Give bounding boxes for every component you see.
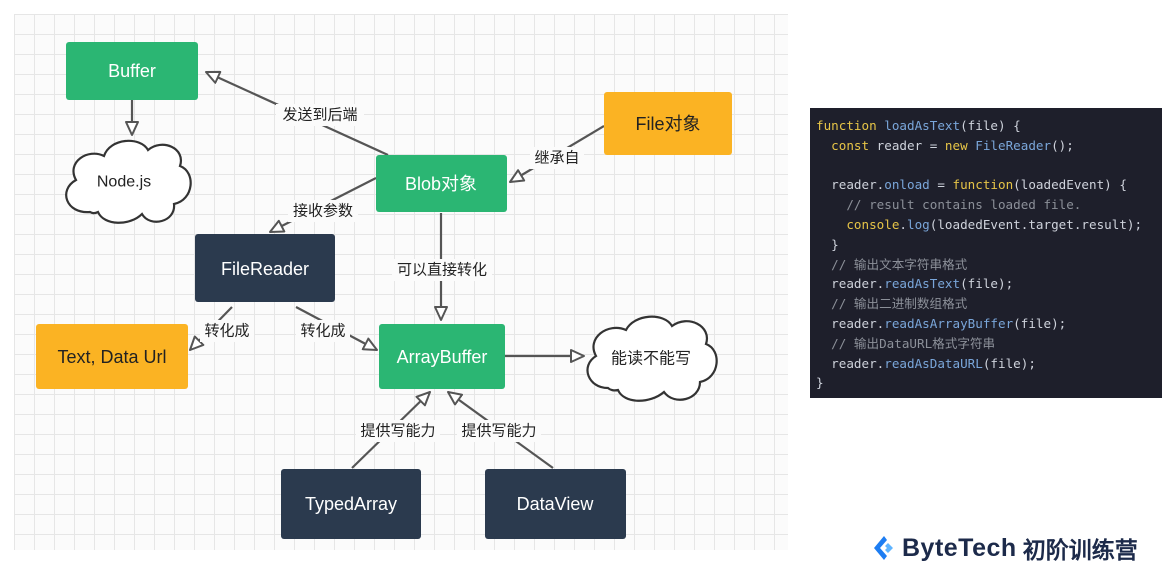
- code-line: reader.onload = function(loadedEvent) {: [816, 175, 1156, 195]
- code-token: readAsDataURL: [884, 355, 983, 371]
- code-token: console: [846, 216, 900, 232]
- code-token: (loadedEvent) {: [1013, 177, 1127, 193]
- code-token: reader.: [816, 177, 885, 193]
- code-line: }: [816, 373, 1156, 393]
- node-filereader: FileReader: [195, 234, 335, 302]
- code-token: (file);: [1013, 315, 1067, 331]
- code-token: function: [816, 118, 885, 133]
- code-line: // 输出文本字符串格式: [816, 255, 1156, 275]
- code-line: console.log(loadedEvent.target.result);: [816, 215, 1156, 235]
- code-token: onload: [884, 177, 930, 193]
- code-token: // 输出二进制数组格式: [816, 296, 968, 312]
- code-token: const: [831, 137, 877, 153]
- label-direct-convert: 可以直接转化: [397, 262, 487, 279]
- svg-text:Buffer: Buffer: [108, 61, 156, 81]
- node-nodejs-cloud: Node.js: [65, 139, 192, 224]
- code-token: [816, 158, 824, 173]
- label-receive-param: 接收参数: [293, 203, 353, 220]
- svg-text:Text, Data Url: Text, Data Url: [57, 347, 166, 367]
- svg-text:Blob对象: Blob对象: [405, 174, 477, 194]
- code-line: // result contains loaded file.: [816, 195, 1156, 215]
- code-token: log: [907, 216, 930, 232]
- code-token: function: [952, 177, 1014, 193]
- label-typedarray-write: 提供写能力: [360, 423, 435, 440]
- svg-text:File对象: File对象: [635, 114, 700, 134]
- code-line: [816, 156, 1156, 176]
- code-token: loadAsText: [884, 118, 961, 133]
- code-token: reader =: [876, 137, 945, 153]
- label-inherits-from: 继承自: [534, 150, 579, 167]
- code-token: reader.: [816, 276, 885, 292]
- code-token: (file) {: [960, 118, 1021, 133]
- node-text-dataurl: Text, Data Url: [36, 324, 188, 389]
- code-token: ();: [1051, 137, 1074, 153]
- label-dataview-write: 提供写能力: [461, 423, 536, 440]
- label-convert-to-text: 转化成: [204, 323, 249, 340]
- code-token: reader.: [816, 315, 885, 331]
- svg-text:Node.js: Node.js: [97, 174, 151, 191]
- code-line: reader.readAsText(file);: [816, 274, 1156, 294]
- code-token: }: [816, 236, 839, 252]
- code-token: =: [929, 177, 953, 193]
- code-line: const reader = new FileReader();: [816, 136, 1156, 156]
- code-line: // 输出DataURL格式字符串: [816, 334, 1156, 354]
- svg-text:TypedArray: TypedArray: [305, 494, 397, 514]
- node-arraybuffer: ArrayBuffer: [379, 324, 505, 389]
- code-line: function loadAsText(file) {: [816, 116, 1156, 136]
- node-file-object: File对象: [604, 92, 732, 155]
- bytetech-logo-icon: [874, 536, 893, 560]
- brand-footer: ByteTech 初阶训练营: [872, 530, 1138, 566]
- edge-labels: 发送到后端 继承自 接收参数 可以直接转化 转化成 转化成 提供写能力 提供写能…: [200, 104, 584, 442]
- code-token: readAsText: [884, 276, 961, 292]
- svg-text:FileReader: FileReader: [221, 259, 309, 279]
- code-panel: function loadAsText(file) { const reader…: [810, 108, 1162, 398]
- svg-text:能读不能写: 能读不能写: [611, 350, 691, 368]
- code-token: readAsArrayBuffer: [884, 315, 1014, 331]
- code-token: .: [899, 216, 908, 232]
- code-token: [816, 138, 831, 153]
- code-line: }: [816, 235, 1156, 255]
- code-line: reader.readAsDataURL(file);: [816, 354, 1156, 374]
- node-buffer: Buffer: [66, 42, 198, 100]
- code-token: // 输出DataURL格式字符串: [816, 335, 996, 351]
- code-token: }: [816, 375, 824, 391]
- code-token: reader.: [816, 355, 885, 371]
- code-token: (file);: [960, 276, 1014, 292]
- svg-text:ArrayBuffer: ArrayBuffer: [397, 347, 488, 367]
- code-line: reader.readAsArrayBuffer(file);: [816, 314, 1156, 334]
- code-token: // result contains loaded file.: [816, 197, 1082, 213]
- node-readonly-cloud: 能读不能写: [586, 315, 718, 402]
- node-typedarray: TypedArray: [281, 469, 421, 539]
- code-token: // 输出文本字符串格式: [816, 256, 968, 272]
- code-line: // 输出二进制数组格式: [816, 294, 1156, 314]
- node-blob-object: Blob对象: [376, 155, 507, 212]
- brand-name: ByteTech: [902, 533, 1017, 562]
- label-convert-to-arraybuffer: 转化成: [300, 323, 345, 340]
- svg-text:DataView: DataView: [517, 494, 595, 514]
- code-token: (file);: [982, 355, 1036, 371]
- code-token: new: [944, 137, 976, 153]
- label-send-to-backend: 发送到后端: [282, 107, 357, 124]
- code-token: FileReader: [975, 137, 1052, 153]
- code-token: [816, 217, 846, 232]
- code-token: (loadedEvent.target.result);: [929, 216, 1143, 232]
- node-dataview: DataView: [485, 469, 626, 539]
- brand-subtitle: 初阶训练营: [1022, 537, 1138, 563]
